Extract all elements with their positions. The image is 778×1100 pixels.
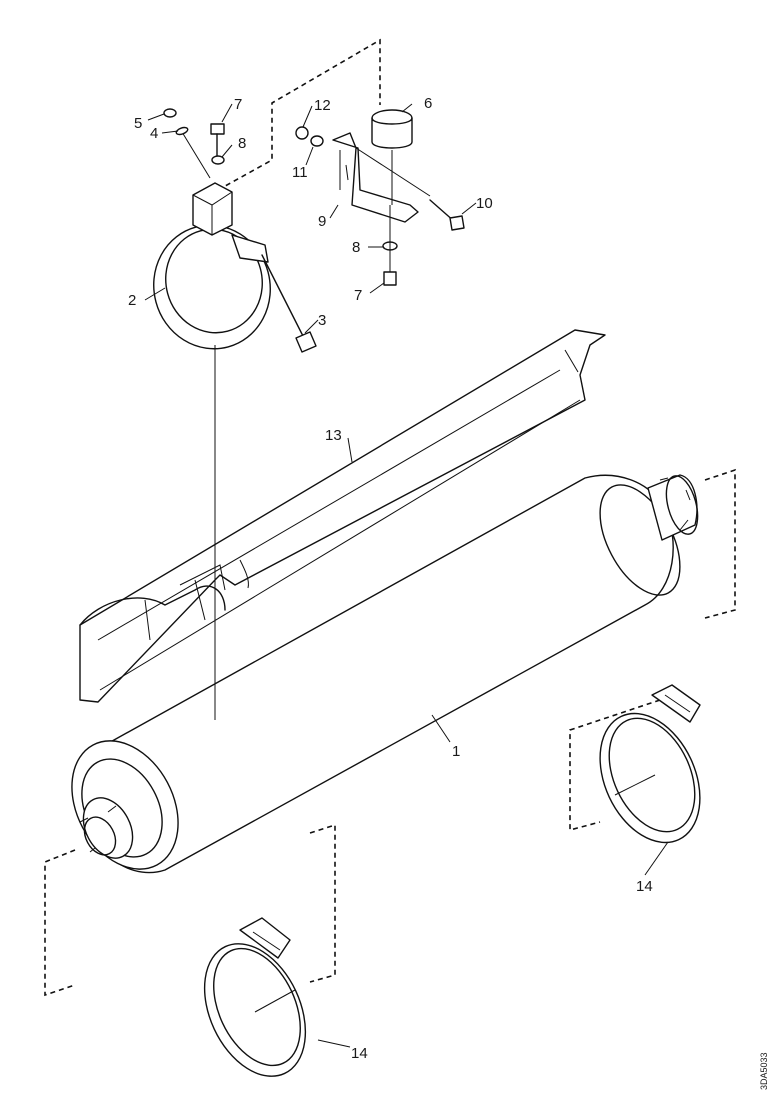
callout-12: 12 [314, 97, 331, 114]
muffler-body [71, 474, 699, 874]
hanger-clamp [153, 182, 271, 720]
callout-13: 13 [325, 427, 342, 444]
hose-clamp-left [203, 917, 307, 1077]
callout-1: 1 [452, 743, 460, 760]
leader-lines [144, 103, 669, 1048]
callout-11: 11 [292, 164, 308, 181]
callout-labels: 1 2 3 4 5 6 7 8 9 10 11 12 13 8 7 14 14 [128, 95, 653, 1062]
callout-8-lower: 8 [352, 239, 360, 256]
hardware-parts [163, 108, 465, 353]
assembly-dashed-lines [44, 38, 736, 997]
callout-6: 6 [424, 95, 432, 112]
callout-2: 2 [128, 292, 136, 309]
hose-clamp-right [599, 684, 701, 844]
callout-7-upper: 7 [234, 96, 242, 113]
callout-4: 4 [150, 125, 158, 142]
callout-10: 10 [476, 195, 493, 212]
callout-3: 3 [318, 312, 326, 329]
callout-5: 5 [134, 115, 142, 132]
callout-7-lower: 7 [354, 287, 362, 304]
callout-14-left: 14 [351, 1045, 368, 1062]
reference-code: 3DA5033 [759, 1052, 769, 1090]
callout-8-upper: 8 [238, 135, 246, 152]
heat-shield [79, 329, 606, 703]
callout-9: 9 [318, 213, 326, 230]
callout-14-right: 14 [636, 878, 653, 895]
